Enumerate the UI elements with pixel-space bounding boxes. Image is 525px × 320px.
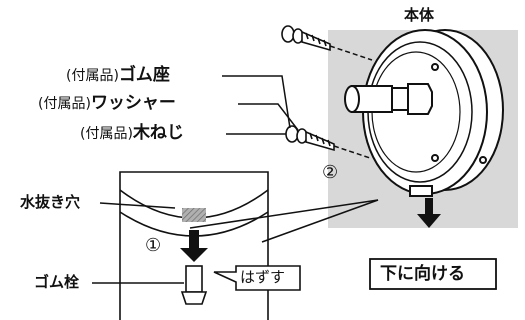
leader-drain-hole: [99, 202, 176, 209]
label-push-down: 下に向ける: [380, 264, 465, 284]
leader-rubber-seat: [222, 75, 291, 129]
label-wood-screw-prefix: (付属品): [80, 126, 133, 142]
label-wood-screw-name: 木ねじ: [132, 123, 184, 143]
screw-middle: [285, 125, 335, 152]
leader-washer: [238, 103, 299, 131]
screw-top: [281, 25, 331, 52]
label-rubber-seat-name: ゴム座: [118, 65, 170, 85]
arrow-down-body: [417, 198, 441, 228]
label-remove: はずす: [240, 268, 286, 286]
step-2-marker: ②: [322, 162, 339, 183]
label-rubber-seat: (付属品)ゴム座: [66, 67, 170, 84]
screw-guide-top: [329, 45, 373, 61]
callout-line-2: [261, 199, 379, 243]
label-body-unit: 本体: [404, 6, 435, 24]
rubber-plug: [180, 265, 208, 305]
body-unit: [344, 29, 504, 197]
label-wood-screw: (付属品)木ねじ: [80, 125, 184, 142]
label-washer-prefix: (付属品): [38, 96, 91, 112]
label-rubber-plug: ゴム栓: [34, 273, 80, 291]
step-1-marker: ①: [145, 235, 162, 256]
push-down-box: [369, 258, 497, 290]
arrow-down-detail: [180, 230, 208, 262]
callout-remove: [213, 265, 301, 291]
label-rubber-seat-prefix: (付属品): [66, 68, 119, 84]
label-washer: (付属品)ワッシャー: [38, 95, 176, 112]
label-drain-hole: 水抜き穴: [20, 193, 81, 211]
label-washer-name: ワッシャー: [90, 93, 176, 113]
screw-guide-middle: [333, 145, 371, 159]
callout-line-1: [189, 199, 379, 229]
